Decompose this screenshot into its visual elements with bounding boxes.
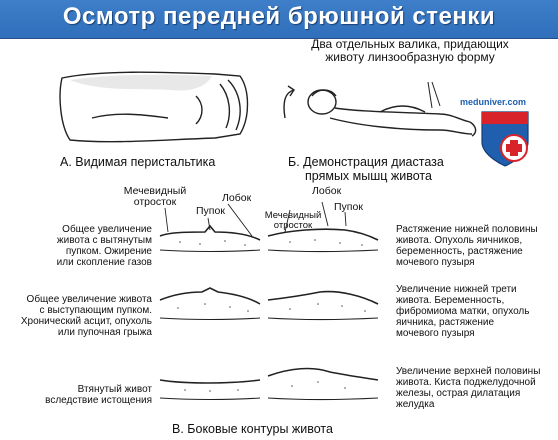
meduniver-shield-icon — [481, 111, 529, 167]
caption-b-line1: Б. Демонстрация диастаза — [288, 155, 444, 169]
page-title: Осмотр передней брюшной стенки — [62, 3, 496, 30]
label-xiphoid-right-2: отросток — [273, 220, 313, 231]
peristalsis-illustration — [59, 71, 249, 143]
note-b-line1: Два отдельных валика, придающих — [311, 37, 509, 51]
label-xiphoid-right: Мечевидный — [264, 210, 322, 221]
row3-right-text: Увеличение верхней половины живота. Кист… — [396, 366, 541, 410]
label-xiphoid-left-2: отросток — [133, 196, 177, 208]
row1-left-text: Общее увеличение живота с вытянутым пупк… — [56, 224, 152, 268]
profile-texture — [177, 239, 366, 392]
profile-row-3 — [159, 367, 379, 401]
label-navel-right: Пупок — [334, 201, 363, 213]
caption-c: В. Боковые контуры живота — [172, 422, 333, 436]
diastasis-illustration — [283, 81, 477, 137]
row3-left-text: Втянутый живот вследствие истощения — [45, 384, 152, 406]
note-b-line2: животу линзообразную форму — [325, 50, 495, 64]
watermark-text: meduniver.com — [460, 97, 527, 107]
row1-right-text: Растяжение нижней половины живота. Опухо… — [396, 224, 538, 268]
landmark-pointers — [164, 201, 347, 237]
caption-b-line2: прямых мышц живота — [305, 169, 432, 183]
row2-left-text: Общее увеличение живота с выступающим пу… — [20, 294, 152, 338]
label-pubis-left: Лобок — [222, 192, 252, 204]
label-xiphoid-left: Мечевидный — [123, 185, 187, 197]
profile-row-2 — [159, 287, 379, 321]
label-pubis-right: Лобок — [312, 185, 342, 197]
caption-a: А. Видимая перистальтика — [60, 155, 216, 169]
title-banner — [0, 0, 558, 39]
row2-right-text: Увеличение нижней трети живота. Беременн… — [396, 284, 530, 339]
profile-row-1 — [159, 224, 379, 253]
label-navel-left: Пупок — [196, 205, 225, 217]
